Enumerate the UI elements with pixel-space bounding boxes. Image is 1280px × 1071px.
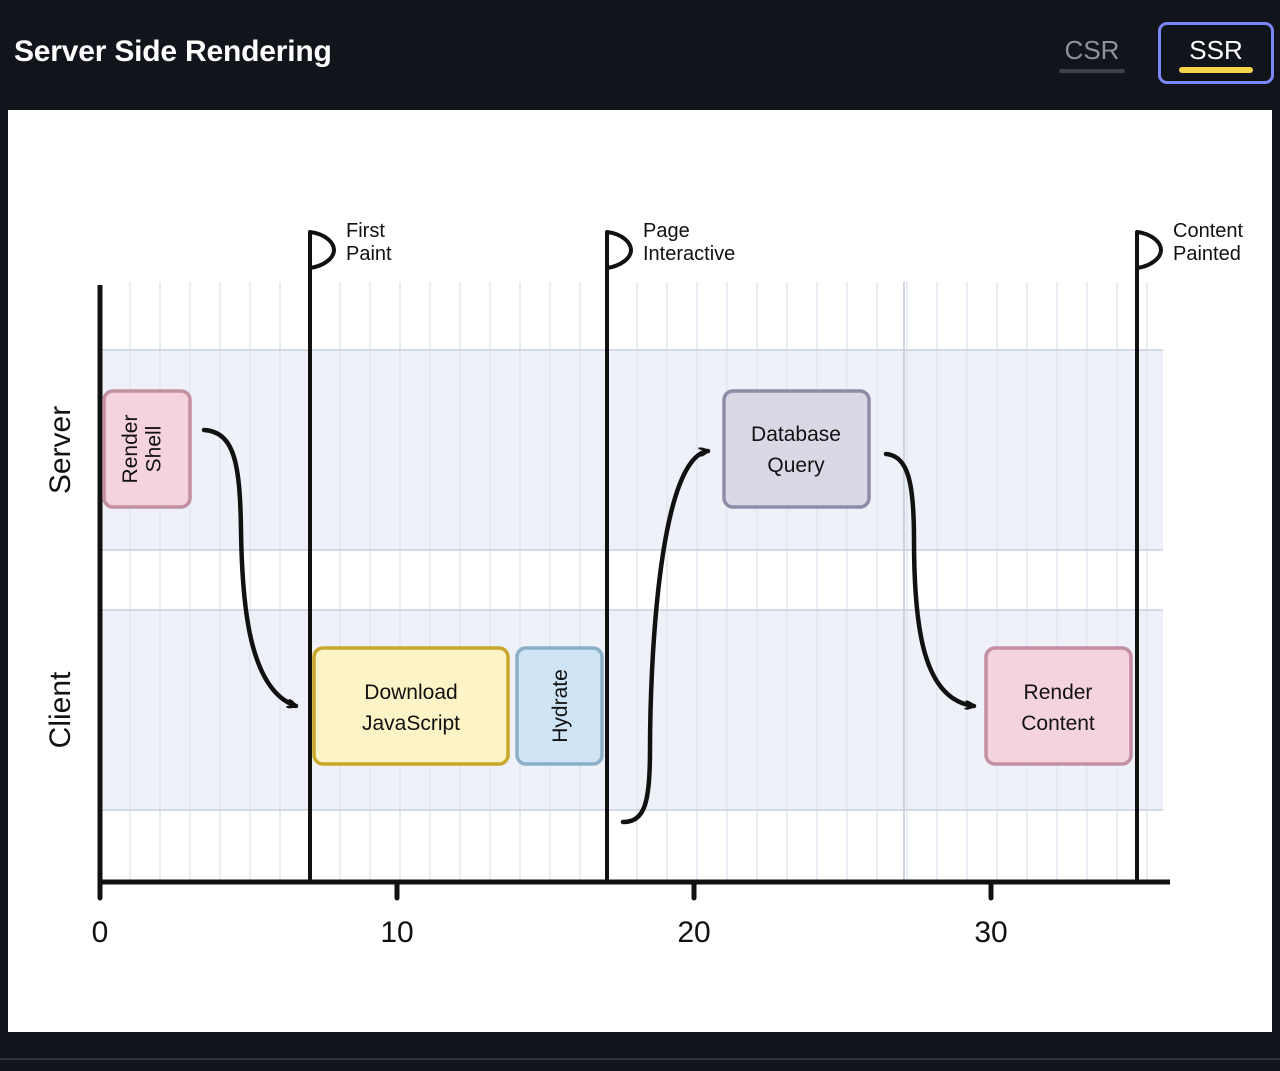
marker-page-interactive-line2: Interactive: [643, 243, 735, 265]
x-tick-label-30: 30: [974, 916, 1007, 949]
app-header: Server Side Rendering CSR SSR: [0, 0, 1280, 110]
x-tick-label-0: 0: [92, 916, 109, 949]
task-database-query-line1: Database: [751, 423, 841, 446]
task-download-javascript-line2: JavaScript: [362, 712, 460, 735]
lane-band-server: [100, 350, 1163, 550]
chart-card: First Paint Page Interactive Content Pai…: [8, 110, 1272, 1032]
marker-first-paint[interactable]: First Paint: [308, 220, 392, 882]
marker-first-paint-line1: First: [346, 220, 385, 242]
task-render-content-line1: Render: [1024, 681, 1093, 704]
page-title: Server Side Rendering: [14, 35, 332, 68]
marker-page-interactive[interactable]: Page Interactive: [605, 220, 735, 882]
arrow-hydrate-to-database-query: [620, 451, 708, 825]
marker-page-interactive-line1: Page: [643, 220, 690, 242]
gridlines-minor-vertical: [129, 282, 1148, 880]
tab-csr[interactable]: CSR: [1034, 22, 1150, 83]
x-axis-ticks: [97, 879, 994, 901]
lane-label-server: Server: [44, 406, 77, 494]
x-tick-label-20: 20: [677, 916, 710, 949]
task-render-shell[interactable]: RenderShell: [102, 389, 192, 509]
task-render-content-line2: Content: [1021, 712, 1095, 735]
task-database-query[interactable]: Database Query: [722, 389, 871, 509]
task-hydrate-label: Hydrate: [549, 669, 572, 743]
task-download-javascript[interactable]: Download JavaScript: [312, 646, 510, 766]
bottom-divider: [0, 1058, 1280, 1060]
marker-content-painted-line2: Painted: [1173, 243, 1241, 265]
tab-ssr-underline: [1179, 66, 1253, 73]
task-database-query-line2: Query: [767, 454, 825, 477]
arrow-database-query-to-render-content: [883, 451, 974, 706]
timeline-chart: First Paint Page Interactive Content Pai…: [8, 110, 1272, 1032]
lane-label-client: Client: [44, 671, 77, 748]
tab-ssr[interactable]: SSR: [1158, 22, 1274, 84]
tab-csr-underline: [1059, 68, 1125, 73]
arrow-render-shell-to-download: [201, 427, 299, 706]
x-tick-label-10: 10: [380, 916, 413, 949]
marker-first-paint-line2: Paint: [346, 243, 392, 265]
mode-tabs: CSR SSR: [1034, 22, 1274, 84]
tab-ssr-label: SSR: [1189, 35, 1243, 66]
task-render-content[interactable]: Render Content: [984, 646, 1133, 766]
plot-background: [8, 110, 1272, 1032]
gridlines-horizontal: [100, 349, 1163, 811]
marker-content-painted-line1: Content: [1173, 220, 1243, 242]
tab-csr-label: CSR: [1064, 35, 1120, 66]
task-render-shell-line1: RenderShell: [119, 415, 166, 484]
task-hydrate[interactable]: Hydrate: [515, 646, 604, 766]
marker-content-painted[interactable]: Content Painted: [1135, 220, 1243, 882]
task-download-javascript-line1: Download: [364, 681, 457, 704]
